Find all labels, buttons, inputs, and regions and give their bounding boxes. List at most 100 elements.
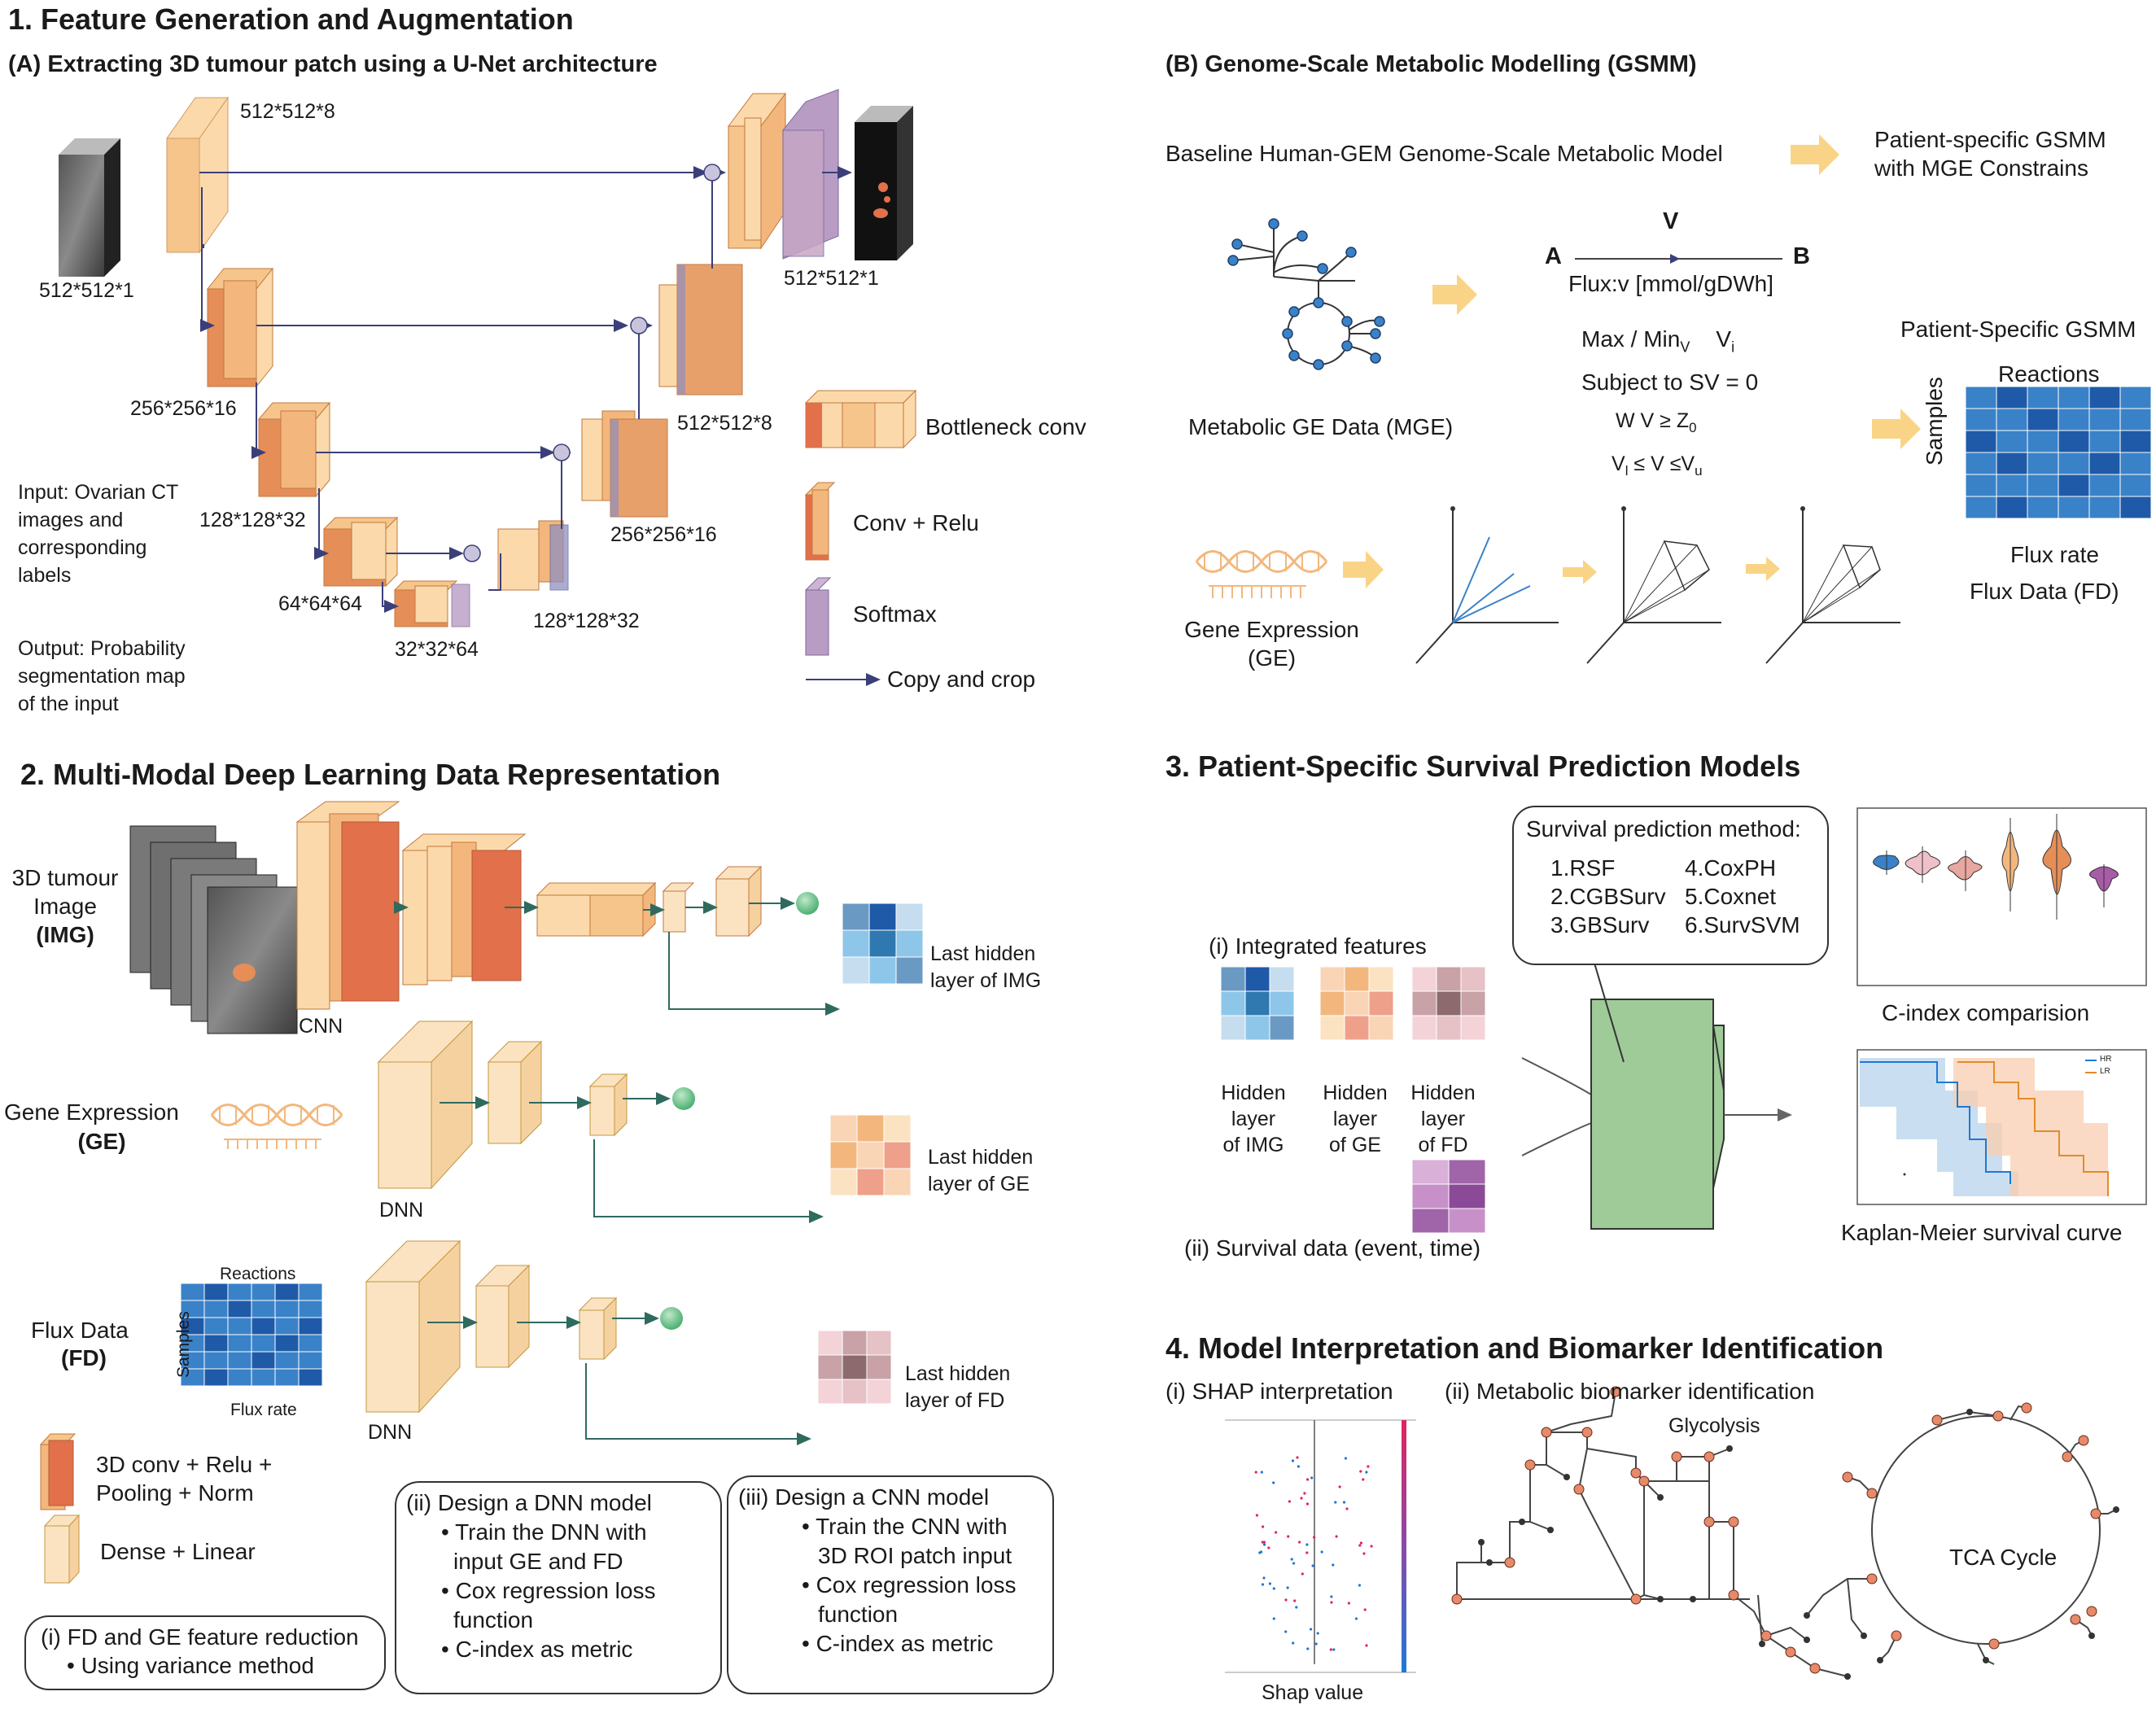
metabolite-a-label: A bbox=[1545, 243, 1562, 269]
fd-samples-label: Samples bbox=[174, 1311, 193, 1378]
multimodal-diagram bbox=[39, 801, 924, 1584]
cindex-violin-chart bbox=[1856, 807, 2147, 986]
hidden-fd-label: of FD bbox=[1418, 1134, 1468, 1156]
fd-dnn-block-1 bbox=[365, 1239, 461, 1414]
legend-softmax-label: Softmax bbox=[853, 601, 937, 627]
shap-point bbox=[1295, 1606, 1298, 1609]
fd-input-heatmap bbox=[180, 1283, 323, 1387]
heatmap-cell bbox=[1368, 966, 1394, 992]
interpretation-diagram bbox=[1225, 1386, 2119, 1680]
unet-diagram bbox=[59, 89, 917, 686]
metabolite-node bbox=[1638, 1475, 1650, 1487]
ge-modality-label: (GE) bbox=[77, 1129, 126, 1154]
legend-dense-label: Dense + Linear bbox=[100, 1539, 256, 1564]
fd-flux-rate-label: Flux rate bbox=[230, 1401, 297, 1419]
legend-3dconv-icon bbox=[39, 1433, 77, 1510]
heatmap-cell bbox=[298, 1368, 323, 1387]
shap-value-axis-label: Shap value bbox=[1262, 1681, 1364, 1704]
legend-softmax-icon bbox=[804, 577, 832, 656]
last-hidden-fd-heatmap bbox=[817, 1330, 892, 1405]
metabolite-node bbox=[1547, 1527, 1554, 1533]
shap-point bbox=[1358, 1544, 1362, 1547]
concat-node-2 bbox=[630, 317, 648, 334]
heatmap-cell bbox=[1344, 990, 1370, 1016]
box-iii-title: (iii) Design a CNN model bbox=[738, 1484, 990, 1510]
legend-conv-relu-label: Conv + Relu bbox=[853, 510, 979, 535]
shap-point bbox=[1288, 1500, 1291, 1503]
unet-output-description: segmentation map bbox=[18, 665, 186, 688]
method-item: 4.CoxPH bbox=[1685, 855, 1777, 881]
heatmap-cell bbox=[251, 1351, 276, 1370]
heatmap-cell bbox=[1319, 990, 1345, 1016]
shap-point bbox=[1262, 1525, 1265, 1528]
shap-point bbox=[1359, 1470, 1362, 1473]
unet-dim-label: 256*256*16 bbox=[610, 523, 717, 546]
heatmap-cell bbox=[856, 1141, 885, 1169]
heatmap-cell bbox=[1319, 966, 1345, 992]
heatmap-cell bbox=[2088, 408, 2121, 431]
heatmap-cell bbox=[842, 903, 870, 931]
metabolite-node bbox=[1657, 1596, 1664, 1602]
heatmap-cell bbox=[1448, 1183, 1486, 1209]
unet-dim-label: 64*64*64 bbox=[278, 592, 362, 615]
heatmap-cell bbox=[1368, 1015, 1394, 1041]
shap-point bbox=[1320, 1550, 1323, 1554]
heatmap-cell bbox=[274, 1317, 300, 1335]
shap-point bbox=[1303, 1492, 1306, 1495]
metabolite-node bbox=[1703, 1516, 1715, 1528]
box-ii-item: • Cox regression loss bbox=[441, 1578, 656, 1603]
box-iii-item: • Train the CNN with bbox=[802, 1514, 1008, 1539]
metabolite-node bbox=[1983, 1657, 1989, 1663]
heatmap-cell bbox=[895, 903, 924, 931]
shap-point bbox=[1342, 1501, 1346, 1504]
ct-input-image bbox=[59, 138, 120, 277]
metabolite-node bbox=[1992, 1410, 2004, 1422]
shap-point bbox=[1254, 1471, 1257, 1474]
shap-point bbox=[1354, 1617, 1358, 1620]
shap-point bbox=[1334, 1501, 1337, 1504]
heatmap-cell bbox=[2119, 386, 2152, 409]
shap-point bbox=[1284, 1598, 1288, 1602]
heatmap-cell bbox=[1460, 1015, 1486, 1041]
heatmap-cell bbox=[2058, 452, 2090, 475]
metabolite-node bbox=[1657, 1494, 1664, 1501]
unet-dim-label: 512*512*8 bbox=[677, 412, 772, 435]
heatmap-cell bbox=[2088, 386, 2121, 409]
heatmap-cell bbox=[274, 1368, 300, 1387]
heatmap-cell bbox=[203, 1368, 229, 1387]
metabolite-node bbox=[1931, 1414, 1943, 1426]
flux-data-heatmap bbox=[1965, 386, 2152, 519]
heatmap-cell bbox=[2027, 474, 2059, 497]
img-modality-label: 3D tumour bbox=[11, 865, 119, 890]
shap-summary-plot bbox=[1225, 1419, 1416, 1673]
metabolite-node bbox=[2086, 1606, 2097, 1617]
shap-point bbox=[1255, 1514, 1258, 1517]
method-item: 6.SurvSVM bbox=[1685, 912, 1800, 938]
box-ii-item: input GE and FD bbox=[453, 1549, 623, 1574]
shap-point bbox=[1298, 1541, 1301, 1544]
dna-helix-icon bbox=[1195, 550, 1328, 598]
section3-title: 3. Patient-Specific Survival Prediction … bbox=[1165, 750, 1801, 783]
lp-constraint-1: Subject to SV = 0 bbox=[1581, 369, 1759, 395]
heatmap-cell bbox=[251, 1368, 276, 1387]
legend-dense-icon bbox=[43, 1514, 81, 1584]
heatmap-cell bbox=[868, 956, 897, 985]
shap-point bbox=[1290, 1558, 1293, 1561]
legend-bottleneck-label: Bottleneck conv bbox=[925, 414, 1087, 439]
heatmap-cell bbox=[1220, 966, 1246, 992]
integrated-img-heatmap bbox=[1220, 966, 1295, 1041]
dnn-fd-label: DNN bbox=[368, 1421, 413, 1444]
km-curve-label: Kaplan-Meier survival curve bbox=[1841, 1220, 2123, 1245]
method-item: 1.RSF bbox=[1550, 855, 1616, 881]
cnn-block-3 bbox=[536, 881, 657, 938]
patient-gsmm-label: Patient-specific GSMM bbox=[1874, 127, 2106, 152]
heatmap-cell bbox=[1220, 1015, 1246, 1041]
metabolite-node bbox=[1519, 1519, 1525, 1525]
gsmm-flow-arrows bbox=[1343, 134, 1921, 588]
heatmap-cell bbox=[1269, 966, 1295, 992]
metabolite-node bbox=[1726, 1445, 1733, 1452]
heatmap-cell bbox=[2088, 496, 2121, 519]
hidden-img-label: layer bbox=[1231, 1108, 1276, 1130]
heatmap-cell bbox=[2058, 496, 2090, 519]
shap-point bbox=[1306, 1478, 1310, 1481]
